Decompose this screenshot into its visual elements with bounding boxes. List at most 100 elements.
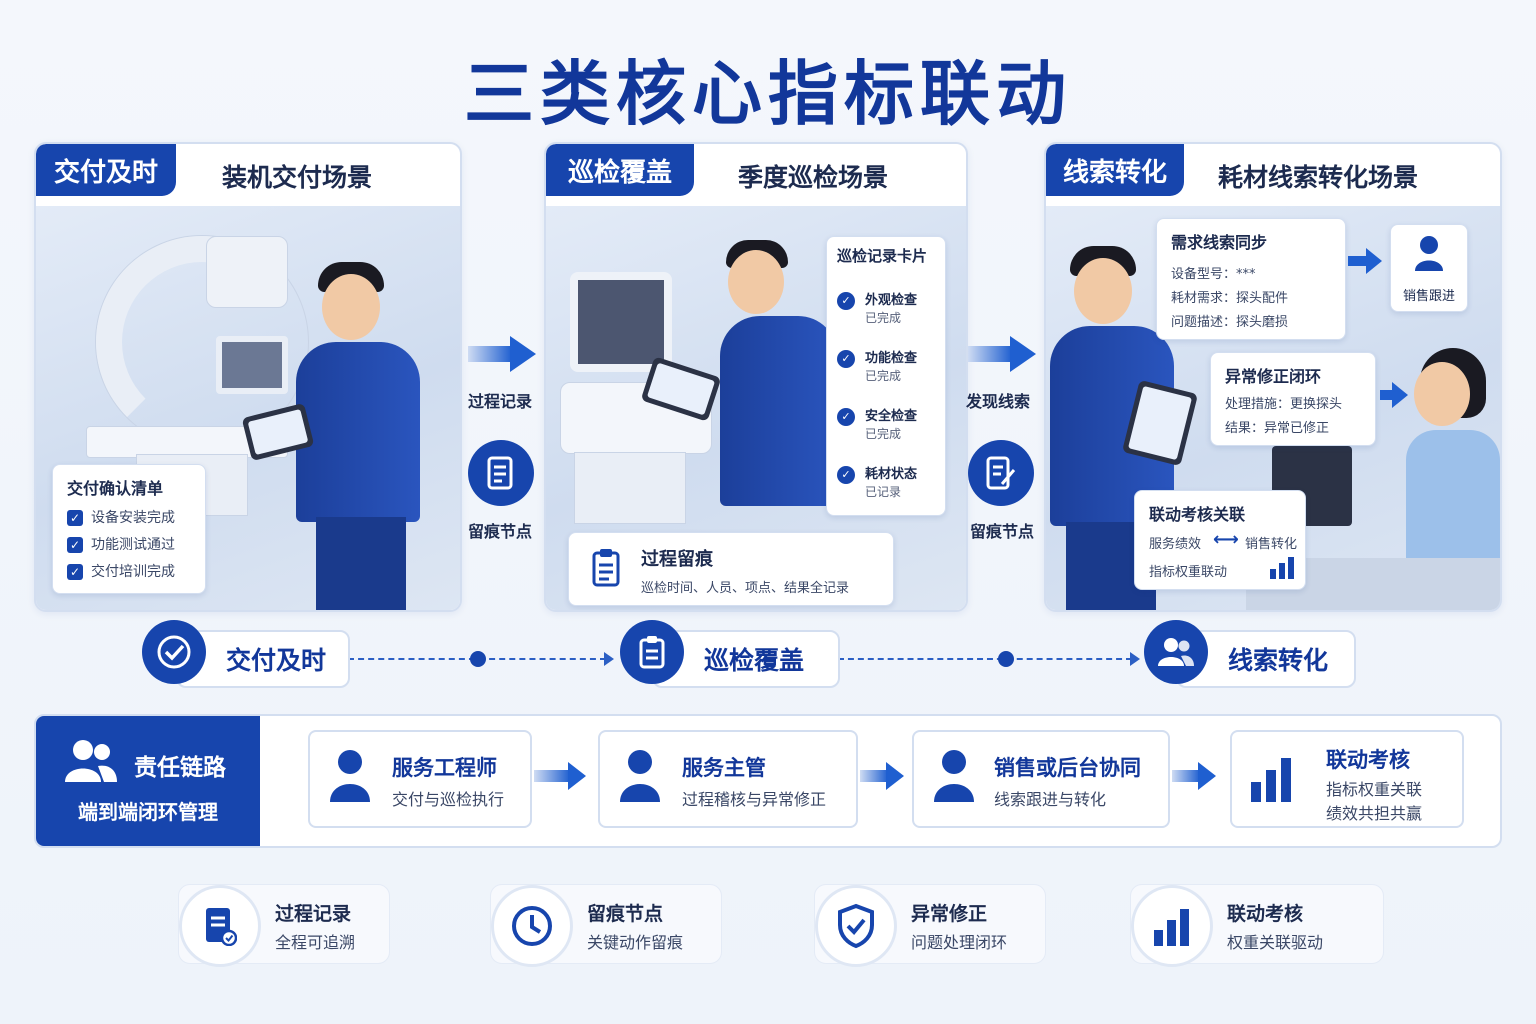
- arrow-right-icon: [1348, 256, 1368, 266]
- checkbox-icon: ✓: [67, 510, 83, 526]
- demand-sync-card: 需求线索同步 设备型号：*** 耗材需求：探头配件 问题描述：探头磨损: [1156, 218, 1346, 340]
- panel-inspection-tag: 巡检覆盖: [546, 144, 694, 196]
- edit-document-icon: [968, 440, 1034, 506]
- clipboard-icon: [591, 547, 621, 591]
- panel-inspection-scene-title: 季度巡检场景: [738, 163, 889, 192]
- sales-follow-box: 销售跟进: [1390, 224, 1468, 312]
- engineer-figure: [640, 240, 856, 570]
- linked-assessment-title: 联动考核关联: [1149, 505, 1246, 524]
- role-sales-backend: 销售或后台协同 线索跟进与转化: [912, 730, 1170, 828]
- bar-chart-icon: [1131, 885, 1213, 967]
- check-circle-icon: ✓: [837, 408, 855, 426]
- bar-chart-icon: [1269, 555, 1295, 583]
- sales-follow-label: 销售跟进: [1402, 289, 1455, 304]
- arrow-right-icon: [1366, 248, 1382, 274]
- role-desc: 交付与巡检执行: [392, 790, 505, 809]
- exception-fix-title: 异常修正闭环: [1225, 367, 1322, 386]
- check-circle-icon: [142, 620, 206, 684]
- person-icon: [1413, 235, 1445, 275]
- panel-delivery: 交付及时 装机交付场景 交付确认清单 ✓设备安装完成 ✓功能测试通过 ✓交付培训…: [34, 142, 462, 612]
- check-circle-icon: ✓: [837, 292, 855, 310]
- flow-dash-line: [838, 658, 1132, 660]
- checkbox-icon: ✓: [67, 537, 83, 553]
- document-icon: [468, 440, 534, 506]
- checklist-item: ✓交付培训完成: [67, 561, 175, 581]
- exception-fix-card: 异常修正闭环 处理措施：更换探头 结果：异常已修正: [1210, 352, 1376, 446]
- role-desc: 线索跟进与转化: [994, 790, 1107, 809]
- demand-sync-title: 需求线索同步: [1171, 233, 1268, 252]
- inspection-record-title: 巡检记录卡片: [837, 247, 928, 265]
- delivery-checklist-card: 交付确认清单 ✓设备安装完成 ✓功能测试通过 ✓交付培训完成: [52, 464, 206, 594]
- bottom-item-desc: 权重关联驱动: [1227, 933, 1324, 952]
- role-title: 服务主管: [682, 756, 766, 780]
- arrow-right-icon: [534, 770, 570, 782]
- bottom-item-title: 过程记录: [275, 903, 352, 925]
- arrow-right-icon: [886, 762, 904, 790]
- chain-subtitle: 端到端闭环管理: [78, 800, 218, 824]
- role-service-supervisor: 服务主管 过程稽核与异常修正: [598, 730, 858, 828]
- role-desc: 过程稽核与异常修正: [682, 790, 827, 809]
- delivery-checklist-title: 交付确认清单: [67, 479, 164, 498]
- demand-line: 设备型号：***: [1171, 267, 1256, 282]
- process-trace-desc: 巡检时间、人员、项点、结果全记录: [641, 581, 850, 596]
- connector-1-bottom-label: 留痕节点: [468, 522, 533, 541]
- role-linked-assessment: 联动考核 指标权重关联 绩效共担共赢: [1230, 730, 1464, 828]
- bottom-item-title: 留痕节点: [587, 903, 664, 925]
- inspection-item: ✓ 功能检查 已完成: [837, 347, 917, 383]
- flow-dot: [470, 651, 486, 667]
- arrow-right-icon: [1172, 770, 1200, 782]
- inspection-item: ✓ 安全检查 已完成: [837, 405, 917, 441]
- imaging-machine-icon: [56, 226, 308, 516]
- bottom-item-title: 联动考核: [1227, 903, 1304, 925]
- arrow-right-icon: [1392, 382, 1408, 408]
- fix-line: 结果：异常已修正: [1225, 421, 1330, 436]
- bar-chart-icon: [1250, 756, 1292, 806]
- role-title: 服务工程师: [392, 756, 497, 780]
- bottom-item-trace-node: 留痕节点 关键动作留痕: [490, 884, 722, 967]
- users-icon: [64, 738, 118, 788]
- flow-arrow-icon: [604, 652, 614, 666]
- inspection-record-card: 巡检记录卡片 ✓ 外观检查 已完成 ✓ 功能检查 已完成 ✓ 安全检查 已完成 …: [826, 236, 946, 516]
- connector-2-top-label: 发现线索: [966, 392, 1031, 411]
- role-desc: 指标权重关联: [1326, 780, 1423, 799]
- bottom-item-desc: 关键动作留痕: [587, 933, 684, 952]
- flow-dot: [998, 651, 1014, 667]
- clipboard-icon: [620, 620, 684, 684]
- page-title: 三类核心指标联动: [464, 53, 1072, 135]
- role-desc-2: 绩效共担共赢: [1326, 804, 1423, 823]
- arrow-right-icon: [510, 336, 536, 372]
- users-icon: [1144, 620, 1208, 684]
- link-bottom: 指标权重联动: [1149, 565, 1228, 580]
- chain-header: 责任链路 端到端闭环管理: [36, 716, 260, 846]
- process-trace-title: 过程留痕: [641, 549, 713, 570]
- bottom-item-linked-assessment: 联动考核 权重关联驱动: [1130, 884, 1384, 967]
- connector-2-bottom-label: 留痕节点: [970, 522, 1035, 541]
- arrow-right-icon: [860, 770, 888, 782]
- inspection-item: ✓ 耗材状态 已记录: [837, 463, 917, 499]
- checklist-item: ✓设备安装完成: [67, 507, 175, 527]
- panel-conversion-scene-title: 耗材线索转化场景: [1218, 163, 1419, 192]
- panel-conversion-tag: 线索转化: [1046, 144, 1184, 196]
- chain-title: 责任链路: [134, 755, 226, 781]
- bottom-item-process-record: 过程记录 全程可追溯: [178, 884, 390, 967]
- panel-delivery-tag: 交付及时: [36, 144, 176, 196]
- demand-line: 问题描述：探头磨损: [1171, 315, 1289, 330]
- document-icon: [179, 885, 261, 967]
- flow-inspection-pill: 巡检覆盖: [652, 630, 840, 688]
- check-circle-icon: ✓: [837, 466, 855, 484]
- demand-line: 耗材需求：探头配件: [1171, 291, 1289, 306]
- arrow-right-icon: [1198, 762, 1216, 790]
- clock-icon: [491, 885, 573, 967]
- arrow-right-icon: [1380, 390, 1394, 400]
- role-service-engineer: 服务工程师 交付与巡检执行: [308, 730, 532, 828]
- person-icon: [618, 748, 662, 808]
- connector-1: 过程记录 留痕节点: [460, 330, 544, 550]
- link-right: 销售转化: [1245, 537, 1298, 552]
- connector-1-top-label: 过程记录: [468, 392, 533, 411]
- connector-2: 发现线索 留痕节点: [964, 330, 1044, 550]
- sales-staff-figure: [1406, 348, 1500, 570]
- bottom-item-title: 异常修正: [911, 903, 988, 925]
- fix-line: 处理措施：更换探头: [1225, 397, 1343, 412]
- process-trace-card: 过程留痕 巡检时间、人员、项点、结果全记录: [568, 532, 894, 606]
- link-left: 服务绩效: [1149, 537, 1202, 552]
